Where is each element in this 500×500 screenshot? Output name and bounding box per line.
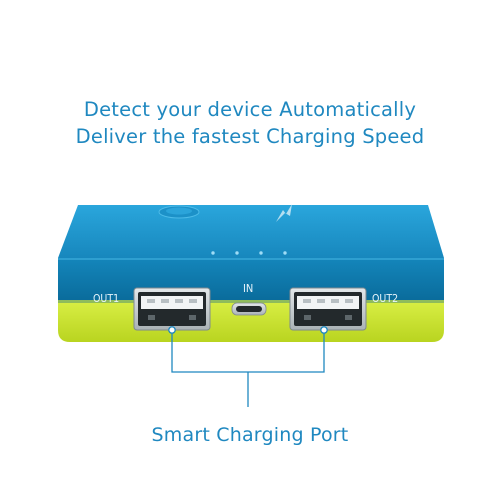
led-indicators (211, 251, 287, 255)
headline-line-1: Detect your device Automatically (83, 98, 417, 121)
headline: Detect your device Automatically Deliver… (0, 96, 500, 150)
port-label-out1: OUT1 (93, 293, 119, 305)
usb-port-out2 (289, 287, 367, 331)
callout-lines (168, 326, 328, 407)
power-button-icon (158, 205, 200, 219)
port-label-out2: OUT2 (372, 293, 398, 305)
brand-logo-mark (276, 204, 292, 222)
micro-usb-port-in (231, 302, 267, 316)
usb-port-out1 (133, 287, 211, 331)
device-top-surface (58, 205, 444, 258)
smart-charging-port-caption: Smart Charging Port (151, 424, 349, 446)
headline-line-2: Deliver the fastest Charging Speed (75, 125, 425, 148)
port-label-in: IN (243, 282, 253, 295)
